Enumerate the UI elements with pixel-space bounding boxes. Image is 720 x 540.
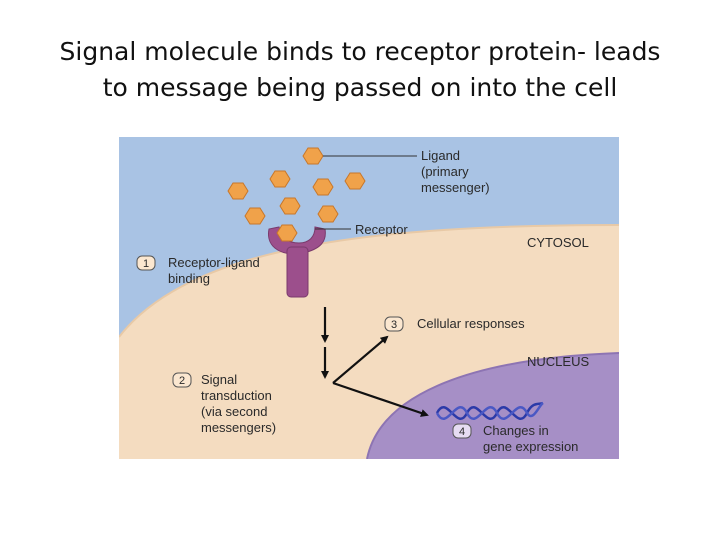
step-number: 4: [459, 426, 465, 438]
bound-ligand: [276, 224, 298, 242]
nucleus-label: NUCLEUS: [527, 354, 589, 369]
step-label: messengers): [201, 420, 276, 435]
step-label: Changes in: [483, 423, 549, 438]
ligand-hexagon: [227, 182, 249, 200]
ligand-label: (primary: [421, 164, 469, 179]
slide-title-line-2: to message being passed on into the cell: [102, 73, 618, 102]
step-label: Cellular responses: [417, 316, 525, 331]
arrow-to-cellular-responses: [332, 335, 389, 384]
ligand-hexagon: [317, 205, 339, 223]
slide-title: Signal molecule binds to receptor protei…: [20, 34, 700, 106]
step-4: 4 Changes in gene expression: [452, 423, 578, 454]
cytosol-label: CYTOSOL: [527, 235, 589, 250]
ligand-molecules: [227, 147, 366, 225]
ligand-hexagon: [279, 197, 301, 215]
step-1: 1 Receptor-ligand binding: [136, 255, 260, 286]
nucleus-membrane-edge: [366, 352, 619, 459]
ligand-hexagon: [344, 172, 366, 190]
slide-title-line-1: Signal molecule binds to receptor protei…: [59, 37, 661, 66]
ligand-hexagon: [244, 207, 266, 225]
arrow-to-gene-expression: [332, 381, 429, 417]
ligand-hexagon: [312, 178, 334, 196]
step-label: transduction: [201, 388, 272, 403]
step-label: Signal: [201, 372, 237, 387]
step-label: binding: [168, 271, 210, 286]
dna-helix: [435, 401, 544, 421]
ligand-label: Ligand: [421, 148, 460, 163]
step-number: 2: [179, 375, 185, 387]
receptor-protein: [268, 226, 326, 298]
ligand-hexagon: [269, 170, 291, 188]
step-number: 1: [143, 258, 149, 270]
step-number-badge: [384, 316, 404, 332]
step-label: gene expression: [483, 439, 578, 454]
signal-transduction-diagram: Ligand (primary messenger) Receptor CYTO…: [119, 137, 619, 459]
step-number-badge: [172, 372, 192, 388]
step-number-badge: [136, 255, 156, 271]
step-3: 3 Cellular responses: [384, 316, 525, 332]
step-2: 2 Signal transduction (via second messen…: [172, 372, 276, 435]
step-number: 3: [391, 319, 397, 331]
nucleus-region: [367, 353, 619, 459]
step-label: (via second: [201, 404, 267, 419]
ligand-label: messenger): [421, 180, 490, 195]
step-label: Receptor-ligand: [168, 255, 260, 270]
step-number-badge: [452, 423, 472, 439]
receptor-label: Receptor: [355, 222, 408, 237]
ligand-hexagon: [302, 147, 324, 165]
